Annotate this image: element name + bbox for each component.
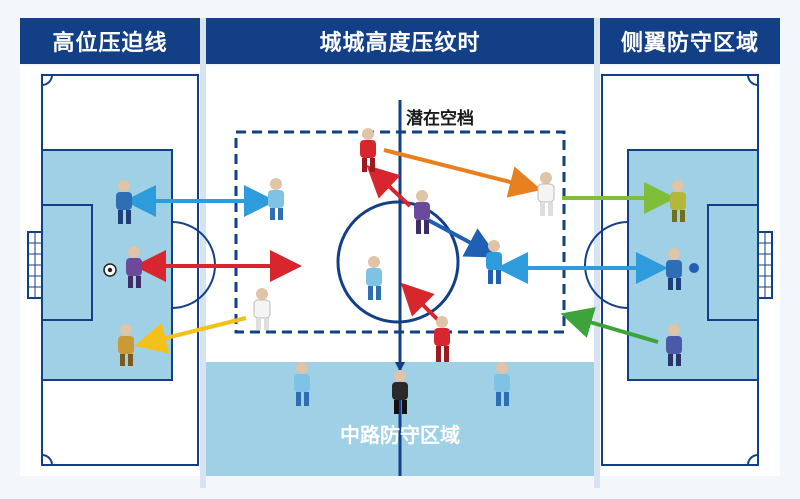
player-purple-center [414,190,430,234]
arrow-red-center-bottom [400,282,442,324]
player-blue-right [666,248,682,290]
player-blue-left-top [116,180,132,224]
player-light-blue-bottom-left [294,362,310,406]
player-olive-right [670,180,686,222]
ball-icon-right [689,263,699,273]
header-high-press-line: 高位压迫线 [20,18,200,64]
player-light-blue-top-left [268,178,284,220]
arrow-yellow-left [134,316,247,354]
header-high-press-line-text: 高位压迫线 [52,31,168,56]
middle-zone-label: 中路防守区域 [340,423,460,447]
panel-divider-right [594,18,600,488]
header-center-press: 城城高度压纹时 [206,18,594,64]
player-red-top [360,128,376,172]
gap-label: 潜在空档 [406,108,474,129]
player-light-blue-center [366,256,382,300]
player-blue-center-right [486,240,502,284]
arrow-navy-center [427,218,499,258]
player-purple-left [126,246,142,288]
player-gold-left [118,324,134,366]
center-circle [336,200,460,324]
player-navy-right [666,324,682,366]
arrow-orange-center [383,148,542,198]
right-goal-net-mesh [758,232,772,298]
referee-figure [392,370,408,414]
player-white-right-top [537,172,555,216]
player-red-bottom [434,316,450,362]
player-light-blue-bottom-right [494,362,510,406]
header-center-press-text: 城城高度压纹时 [319,31,481,56]
potential-gap-box [234,130,566,334]
arrow-green-right-bottom [560,307,659,344]
header-flank-defense-zone-text: 侧翼防守区域 [620,31,759,56]
arrow-red-center-top [366,165,412,208]
header-flank-defense-zone: 侧翼防守区域 [600,18,780,64]
ball-icon [103,263,117,277]
left-goal-net-mesh [28,232,42,298]
player-white-left [253,288,271,330]
panel-divider-left [200,18,206,488]
